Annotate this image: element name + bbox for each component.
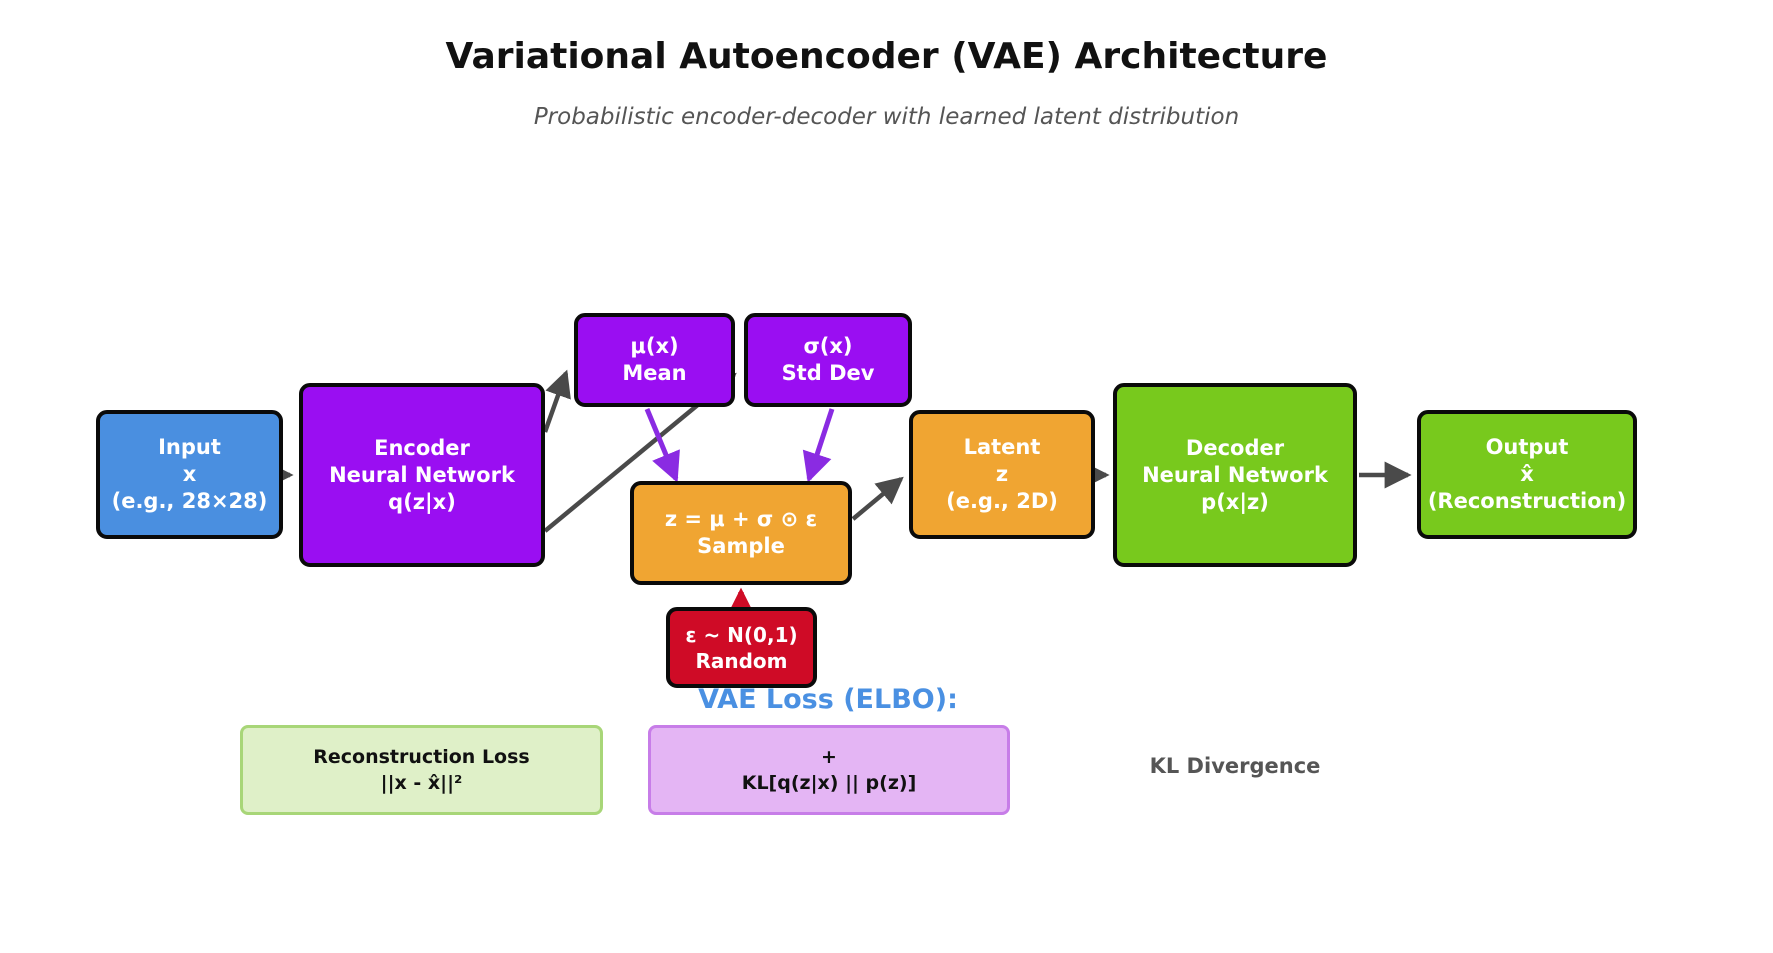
input-node-symbol: x xyxy=(182,462,197,486)
vae-loss-heading: VAE Loss (ELBO): xyxy=(698,684,958,715)
std-dev-node-label: Std Dev xyxy=(781,361,875,385)
output-node-symbol: x̂ xyxy=(1520,462,1534,486)
decoder-node-formula: p(x|z) xyxy=(1201,489,1269,514)
arrow-encoder-to-mu xyxy=(542,369,571,433)
sample-node-formula: z = μ + σ ⊙ ε xyxy=(664,507,818,531)
random-noise-node: ε ~ N(0,1) Random xyxy=(666,607,817,688)
output-node: Output x̂ (Reconstruction) xyxy=(1417,410,1637,539)
sample-node: z = μ + σ ⊙ ε Sample xyxy=(630,481,852,585)
mean-node: μ(x) Mean xyxy=(574,313,735,407)
encoder-node-label: Encoder xyxy=(374,435,470,460)
reconstruction-loss-label: Reconstruction Loss xyxy=(313,746,530,768)
decoder-node-sublabel: Neural Network xyxy=(1142,462,1328,487)
random-noise-node-label: Random xyxy=(695,648,788,673)
input-node-detail: (e.g., 28×28) xyxy=(111,489,268,513)
reconstruction-loss-formula: ||x - x̂||² xyxy=(380,772,463,794)
kl-divergence-label: KL Divergence xyxy=(1149,754,1321,778)
arrow-sigma-to-sample xyxy=(802,408,835,483)
encoder-node-sublabel: Neural Network xyxy=(329,462,515,487)
input-node: Input x (e.g., 28×28) xyxy=(96,410,283,539)
arrow-sample-to-latent xyxy=(851,476,904,521)
std-dev-node-formula: σ(x) xyxy=(803,334,853,358)
kl-term-box: + KL[q(z|x) || p(z)] xyxy=(648,725,1010,815)
arrow-mu-to-sample xyxy=(644,408,680,483)
decoder-node: Decoder Neural Network p(x|z) xyxy=(1113,383,1357,567)
page-title: Variational Autoencoder (VAE) Architectu… xyxy=(445,36,1328,77)
mean-node-label: Mean xyxy=(622,361,687,385)
input-node-label: Input xyxy=(158,435,221,459)
encoder-node-formula: q(z|x) xyxy=(388,489,456,514)
output-node-detail: (Reconstruction) xyxy=(1427,489,1627,513)
latent-node-detail: (e.g., 2D) xyxy=(946,489,1058,513)
std-dev-node: σ(x) Std Dev xyxy=(744,313,912,407)
page-subtitle: Probabilistic encoder-decoder with learn… xyxy=(533,104,1240,130)
output-node-label: Output xyxy=(1485,435,1569,459)
kl-term-formula: KL[q(z|x) || p(z)] xyxy=(741,772,917,794)
encoder-node: Encoder Neural Network q(z|x) xyxy=(299,383,545,567)
reconstruction-loss-box: Reconstruction Loss ||x - x̂||² xyxy=(240,725,603,815)
sample-node-label: Sample xyxy=(697,534,785,558)
latent-node-symbol: z xyxy=(995,462,1009,486)
latent-node-label: Latent xyxy=(963,435,1041,459)
random-noise-node-formula: ε ~ N(0,1) xyxy=(685,622,798,647)
decoder-node-label: Decoder xyxy=(1185,435,1285,460)
mean-node-formula: μ(x) xyxy=(630,334,679,358)
kl-term-plus: + xyxy=(821,746,837,768)
latent-node: Latent z (e.g., 2D) xyxy=(909,410,1095,539)
